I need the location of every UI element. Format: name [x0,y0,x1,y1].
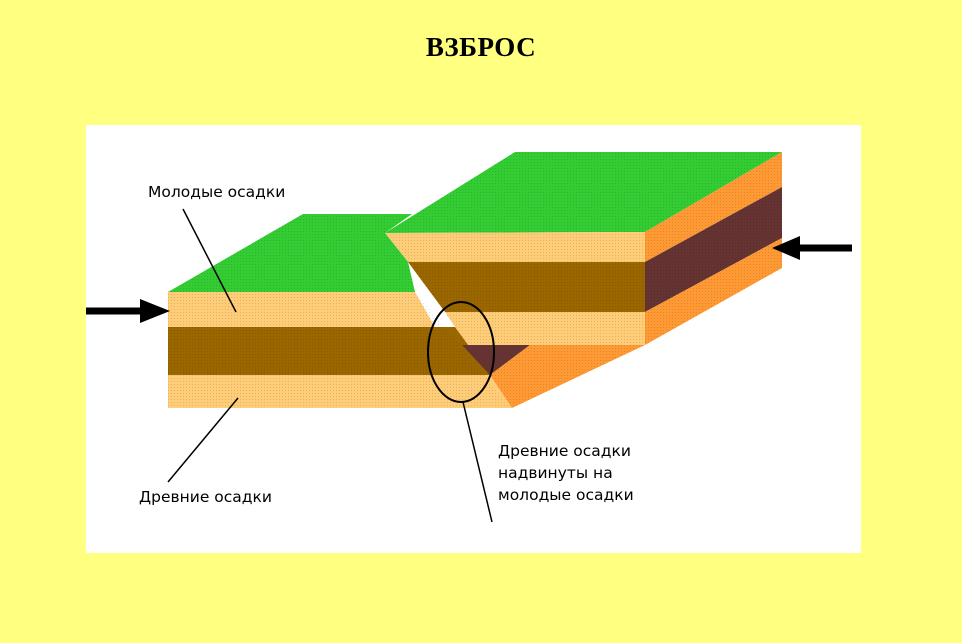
old-sediments-label: Древние осадки [139,488,272,506]
thrust-label-line3: молодые осадки [498,486,634,504]
page-title: ВЗБРОС [425,32,537,62]
old-leader-line [167,397,239,483]
left-compression-arrow [86,299,170,323]
thrust-label-line2: надвинуты на [498,464,613,482]
dark-wedge [462,345,530,375]
young-leader-line [182,208,237,313]
right-compression-arrow [772,236,852,260]
fault-highlight-circle [427,301,495,403]
young-sediments-label: Молодые осадки [148,183,286,201]
upthrown-block [385,152,782,345]
thrust-label-line1: Древние осадки [498,442,631,460]
downthrown-block [168,214,645,408]
thrust-leader-line [462,401,493,523]
thrust-description-label: Древние осадки надвинуты на молодые осад… [498,440,634,506]
